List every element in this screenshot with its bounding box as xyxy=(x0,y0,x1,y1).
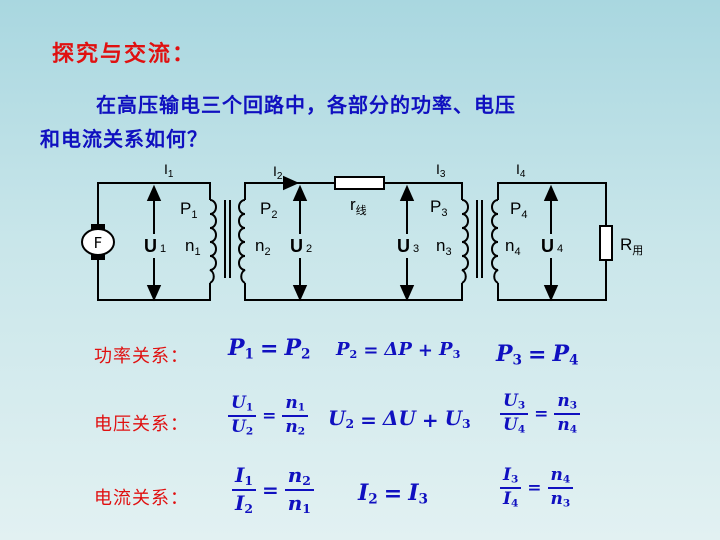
current-relation-label: 电流关系： xyxy=(94,488,189,509)
load-resistor xyxy=(599,225,613,261)
power-label-p3: P3 xyxy=(430,197,447,219)
current-label-i1: I1 xyxy=(164,161,174,180)
voltage-relation-label: 电压关系： xyxy=(94,414,189,435)
turns-label-n3: n3 xyxy=(436,236,452,258)
turns-label-n1: n1 xyxy=(185,236,201,258)
current-formula-2: I2=I3 xyxy=(358,480,428,508)
turns-label-n2: n2 xyxy=(255,236,271,258)
power-formula-2: P2=ΔP+P3 xyxy=(336,339,461,361)
question-line-2: 和电流关系如何？ xyxy=(40,127,208,151)
line-resistor xyxy=(334,176,385,190)
coil-n3 xyxy=(461,199,469,284)
loop3-wire xyxy=(497,182,607,226)
line-resistor-label: r线 xyxy=(350,195,367,217)
current-label-i3: I3 xyxy=(436,161,446,180)
power-formula-1: P1=P2 xyxy=(228,335,311,363)
power-label-p4: P4 xyxy=(510,199,527,221)
power-formula-3: P3=P4 xyxy=(496,341,579,369)
power-label-p1: P1 xyxy=(180,199,197,221)
generator: F xyxy=(81,224,115,260)
page-title: 探究与交流： xyxy=(52,42,197,67)
coil-n1 xyxy=(209,199,217,284)
loop2-wire-right xyxy=(384,182,463,200)
question-text: 在高压输电三个回路中，各部分的功率、电压 和电流关系如何？ xyxy=(40,88,680,156)
power-relation-label: 功率关系： xyxy=(94,346,189,367)
current-label-i4: I4 xyxy=(516,161,526,180)
loop2-wire-left xyxy=(244,182,335,200)
power-label-p2: P2 xyxy=(260,199,277,221)
circuit-diagram: F I1 I2 I3 I4 P1 P2 P3 P4 r线 R用 n1 n2 n3… xyxy=(81,161,643,302)
load-resistor-label: R用 xyxy=(620,235,643,257)
question-line-1: 在高压输电三个回路中，各部分的功率、电压 xyxy=(96,93,516,117)
voltage-formula-2: U2=ΔU+U3 xyxy=(328,406,471,432)
turns-label-n4: n4 xyxy=(505,236,521,258)
coil-n2 xyxy=(238,199,246,284)
generator-label: F xyxy=(94,234,103,252)
loop2-wire-bottom xyxy=(244,283,463,301)
loop1-wire xyxy=(97,182,211,228)
coil-n4 xyxy=(491,199,499,284)
current-label-i2: I2 xyxy=(273,163,283,182)
